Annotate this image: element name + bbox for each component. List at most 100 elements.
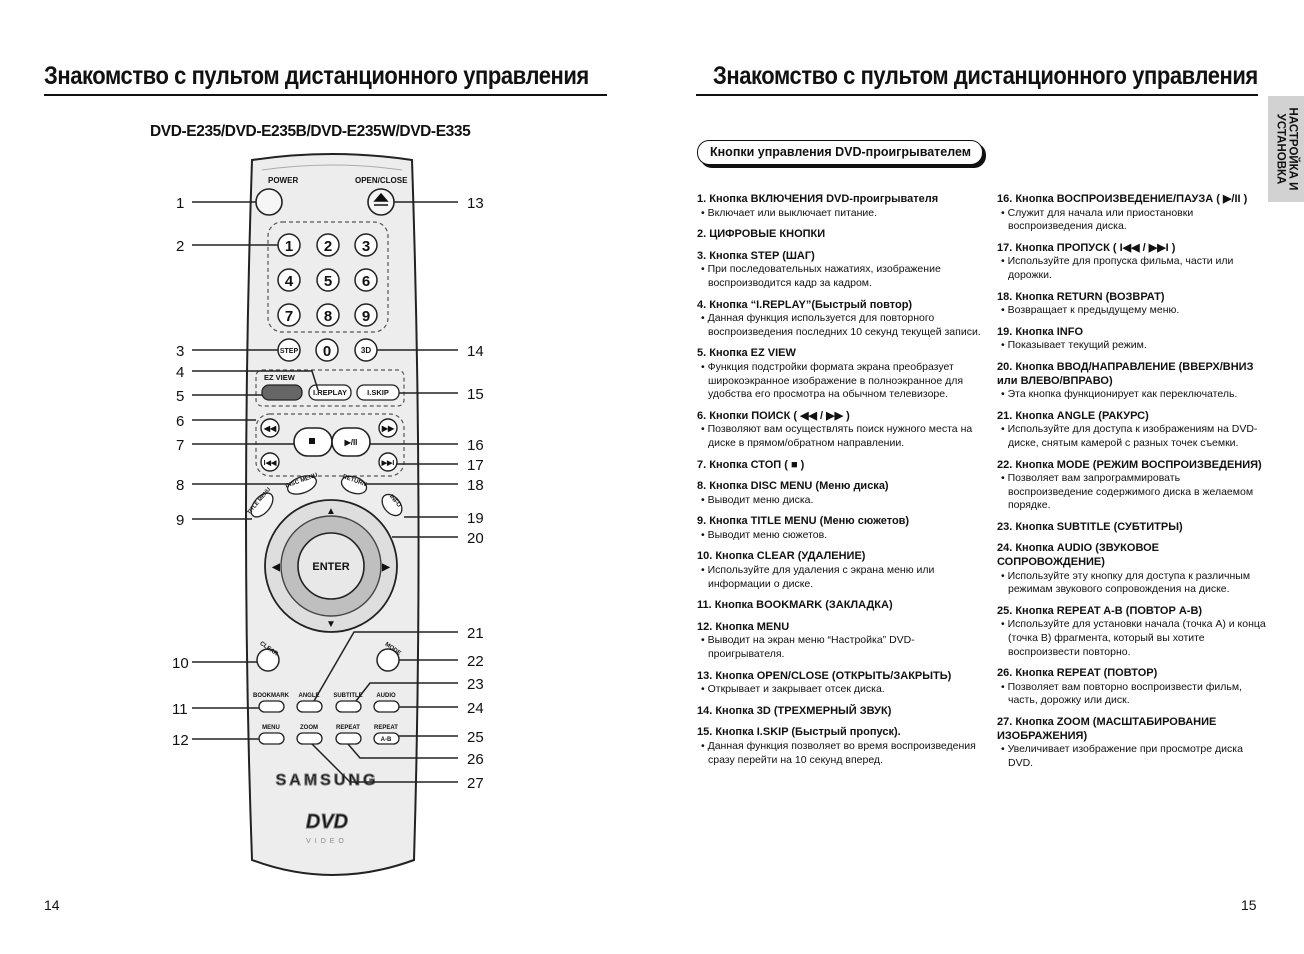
description-item-text: Показывает текущий режим. <box>997 339 1267 353</box>
description-item-text: Позволяет вам повторно воспроизвести фил… <box>997 681 1267 708</box>
ez-view-button[interactable] <box>261 384 303 401</box>
stop-icon <box>309 438 315 444</box>
description-item-title: 22. Кнопка MODE (РЕЖИМ ВОСПРОИЗВЕДЕНИЯ) <box>997 458 1262 471</box>
description-item: 22. Кнопка MODE (РЕЖИМ ВОСПРОИЗВЕДЕНИЯ)П… <box>997 459 1267 513</box>
callout-27: 27 <box>467 775 484 792</box>
right-page-title: Знакомство с пультом дистанционного упра… <box>713 62 1258 90</box>
svg-text:7: 7 <box>285 308 293 325</box>
svg-text:3: 3 <box>362 238 370 255</box>
play-pause-button[interactable] <box>331 427 371 457</box>
svg-text:2: 2 <box>324 238 332 255</box>
description-item: 23. Кнопка SUBTITLE (СУБТИТРЫ) <box>997 521 1267 535</box>
description-item-text: Позволяют вам осуществлять поиск нужного… <box>697 423 987 450</box>
zoom-button[interactable] <box>296 732 323 745</box>
enter-button[interactable] <box>297 532 365 600</box>
description-item: 19. Кнопка INFOПоказывает текущий режим. <box>997 326 1267 353</box>
remote-control-diagram: POWER OPEN/CLOSE 1 2 3 4 5 6 7 8 9 0 STE… <box>172 153 484 876</box>
ez-view-frame <box>255 369 405 407</box>
iskip-button[interactable]: I.SKIP <box>356 384 400 401</box>
description-item: 2. ЦИФРОВЫЕ КНОПКИ <box>697 228 987 242</box>
repeat-button[interactable] <box>335 732 362 745</box>
description-item-title: 5. Кнопка EZ VIEW <box>697 347 796 360</box>
description-item-text: Позволяет вам запрограммировать воспроиз… <box>997 472 1267 513</box>
dvd-video-logo: VIDEO <box>306 838 348 845</box>
description-item-title: 1. Кнопка ВКЛЮЧЕНИЯ DVD-проигрывателя <box>697 193 939 205</box>
subtitle-button[interactable] <box>335 700 362 713</box>
power-button[interactable] <box>255 188 283 216</box>
digit-button-4: 4 <box>277 268 301 292</box>
info-button[interactable]: INFO <box>378 491 406 520</box>
description-item-title: 3. Кнопка STEP (ШАГ) <box>697 249 815 262</box>
rewind-button[interactable] <box>260 418 280 438</box>
description-item: 13. Кнопка OPEN/CLOSE (ОТКРЫТЬ/ЗАКРЫТЬ)О… <box>697 670 987 697</box>
callout-6: 6 <box>176 413 184 430</box>
menu-button[interactable] <box>258 732 285 745</box>
repeat-ab-button[interactable]: A-B <box>373 732 400 745</box>
side-tab: НАСТРОЙКА И УСТАНОВКА <box>1268 96 1304 202</box>
skip-back-button[interactable] <box>260 452 280 472</box>
description-item-title: 10. Кнопка CLEAR (УДАЛЕНИЕ) <box>697 550 866 563</box>
description-item: 20. Кнопка ВВОД/НАПРАВЛЕНИЕ (ВВЕРХ/ВНИЗ … <box>997 361 1267 402</box>
description-item-title: 26. Кнопка REPEAT (ПОВТОР) <box>997 667 1158 680</box>
callout-2: 2 <box>176 238 184 255</box>
ireplay-button[interactable]: I.REPLAY <box>308 384 352 401</box>
callout-22: 22 <box>467 653 484 670</box>
fast-forward-button[interactable] <box>378 418 398 438</box>
subtitle-label: SUBTITLE <box>333 693 362 699</box>
callout-10: 10 <box>172 655 189 672</box>
callout-9: 9 <box>176 512 184 529</box>
description-item-text: Используйте для пропуска фильма, части и… <box>997 255 1267 282</box>
description-item: 24. Кнопка AUDIO (ЗВУКОВОЕ СОПРОВОЖДЕНИЕ… <box>997 542 1267 596</box>
audio-button[interactable] <box>373 700 400 713</box>
right-title-rule <box>696 94 1258 96</box>
brand-logo: SAMSUNG <box>276 772 379 789</box>
description-item: 26. Кнопка REPEAT (ПОВТОР)Позволяет вам … <box>997 667 1267 708</box>
description-item: 4. Кнопка “I.REPLAY”(Быстрый повтор)Данн… <box>697 299 987 340</box>
digit-button-0: 0 <box>315 338 339 362</box>
description-item-text: Используйте для удаления с экрана меню и… <box>697 564 987 591</box>
description-item-title: 9. Кнопка TITLE MENU (Меню сюжетов) <box>697 515 910 528</box>
description-item: 10. Кнопка CLEAR (УДАЛЕНИЕ)Используйте д… <box>697 550 987 591</box>
play-pause-icon: ▶/II <box>344 438 358 447</box>
keypad-frame <box>267 221 389 333</box>
description-item-text: Функция подстройки формата экрана преобр… <box>697 361 987 402</box>
callout-8: 8 <box>176 477 184 494</box>
description-item-text: Увеличивает изображение при просмотре ди… <box>997 743 1267 770</box>
arrow-down-icon: ▼ <box>326 619 336 630</box>
skip-back-icon: I◀◀ <box>264 460 277 467</box>
callout-lines <box>192 201 458 783</box>
angle-button[interactable] <box>296 700 323 713</box>
digit-button-7: 7 <box>277 303 301 327</box>
bookmark-button[interactable] <box>258 700 285 713</box>
callout-17: 17 <box>467 457 484 474</box>
svg-text:A-B: A-B <box>381 737 392 743</box>
description-item: 15. Кнопка I.SKIP (Быстрый пропуск).Данн… <box>697 726 987 767</box>
digit-button-8: 8 <box>316 303 340 327</box>
digit-buttons[interactable]: 1 2 3 4 5 6 7 8 9 0 <box>277 233 378 362</box>
arrow-left-icon: ◀ <box>271 562 280 573</box>
description-item-title: 25. Кнопка REPEAT A-B (ПОВТОР A-B) <box>997 604 1203 617</box>
callout-16: 16 <box>467 437 484 454</box>
three-d-button[interactable]: 3D <box>354 338 378 362</box>
callout-18: 18 <box>467 477 484 494</box>
description-item: 7. Кнопка СТОП ( ■ ) <box>697 459 987 473</box>
description-item: 14. Кнопка 3D (ТРЕХМЕРНЫЙ ЗВУК) <box>697 705 987 719</box>
description-item-title: 12. Кнопка MENU <box>697 620 790 633</box>
svg-text:5: 5 <box>324 273 332 290</box>
svg-text:STEP: STEP <box>280 348 299 355</box>
skip-forward-button[interactable] <box>378 452 398 472</box>
digit-button-3: 3 <box>354 233 378 257</box>
bookmark-label: BOOKMARK <box>253 693 290 699</box>
callout-19: 19 <box>467 510 484 527</box>
callout-21: 21 <box>467 625 484 642</box>
mode-button[interactable]: MODE <box>376 642 402 672</box>
transport-frame <box>255 413 405 477</box>
step-button[interactable]: STEP <box>277 338 301 362</box>
callout-23: 23 <box>467 676 484 693</box>
description-item-title: 24. Кнопка AUDIO (ЗВУКОВОЕ СОПРОВОЖДЕНИЕ… <box>997 542 1160 569</box>
angle-label: ANGLE <box>299 693 320 699</box>
description-item: 1. Кнопка ВКЛЮЧЕНИЯ DVD-проигрывателяВкл… <box>697 193 987 220</box>
description-item: 5. Кнопка EZ VIEWФункция подстройки форм… <box>697 347 987 401</box>
repeat-ab-label: REPEAT <box>374 725 398 731</box>
description-item-text: Выводит меню диска. <box>697 494 987 508</box>
